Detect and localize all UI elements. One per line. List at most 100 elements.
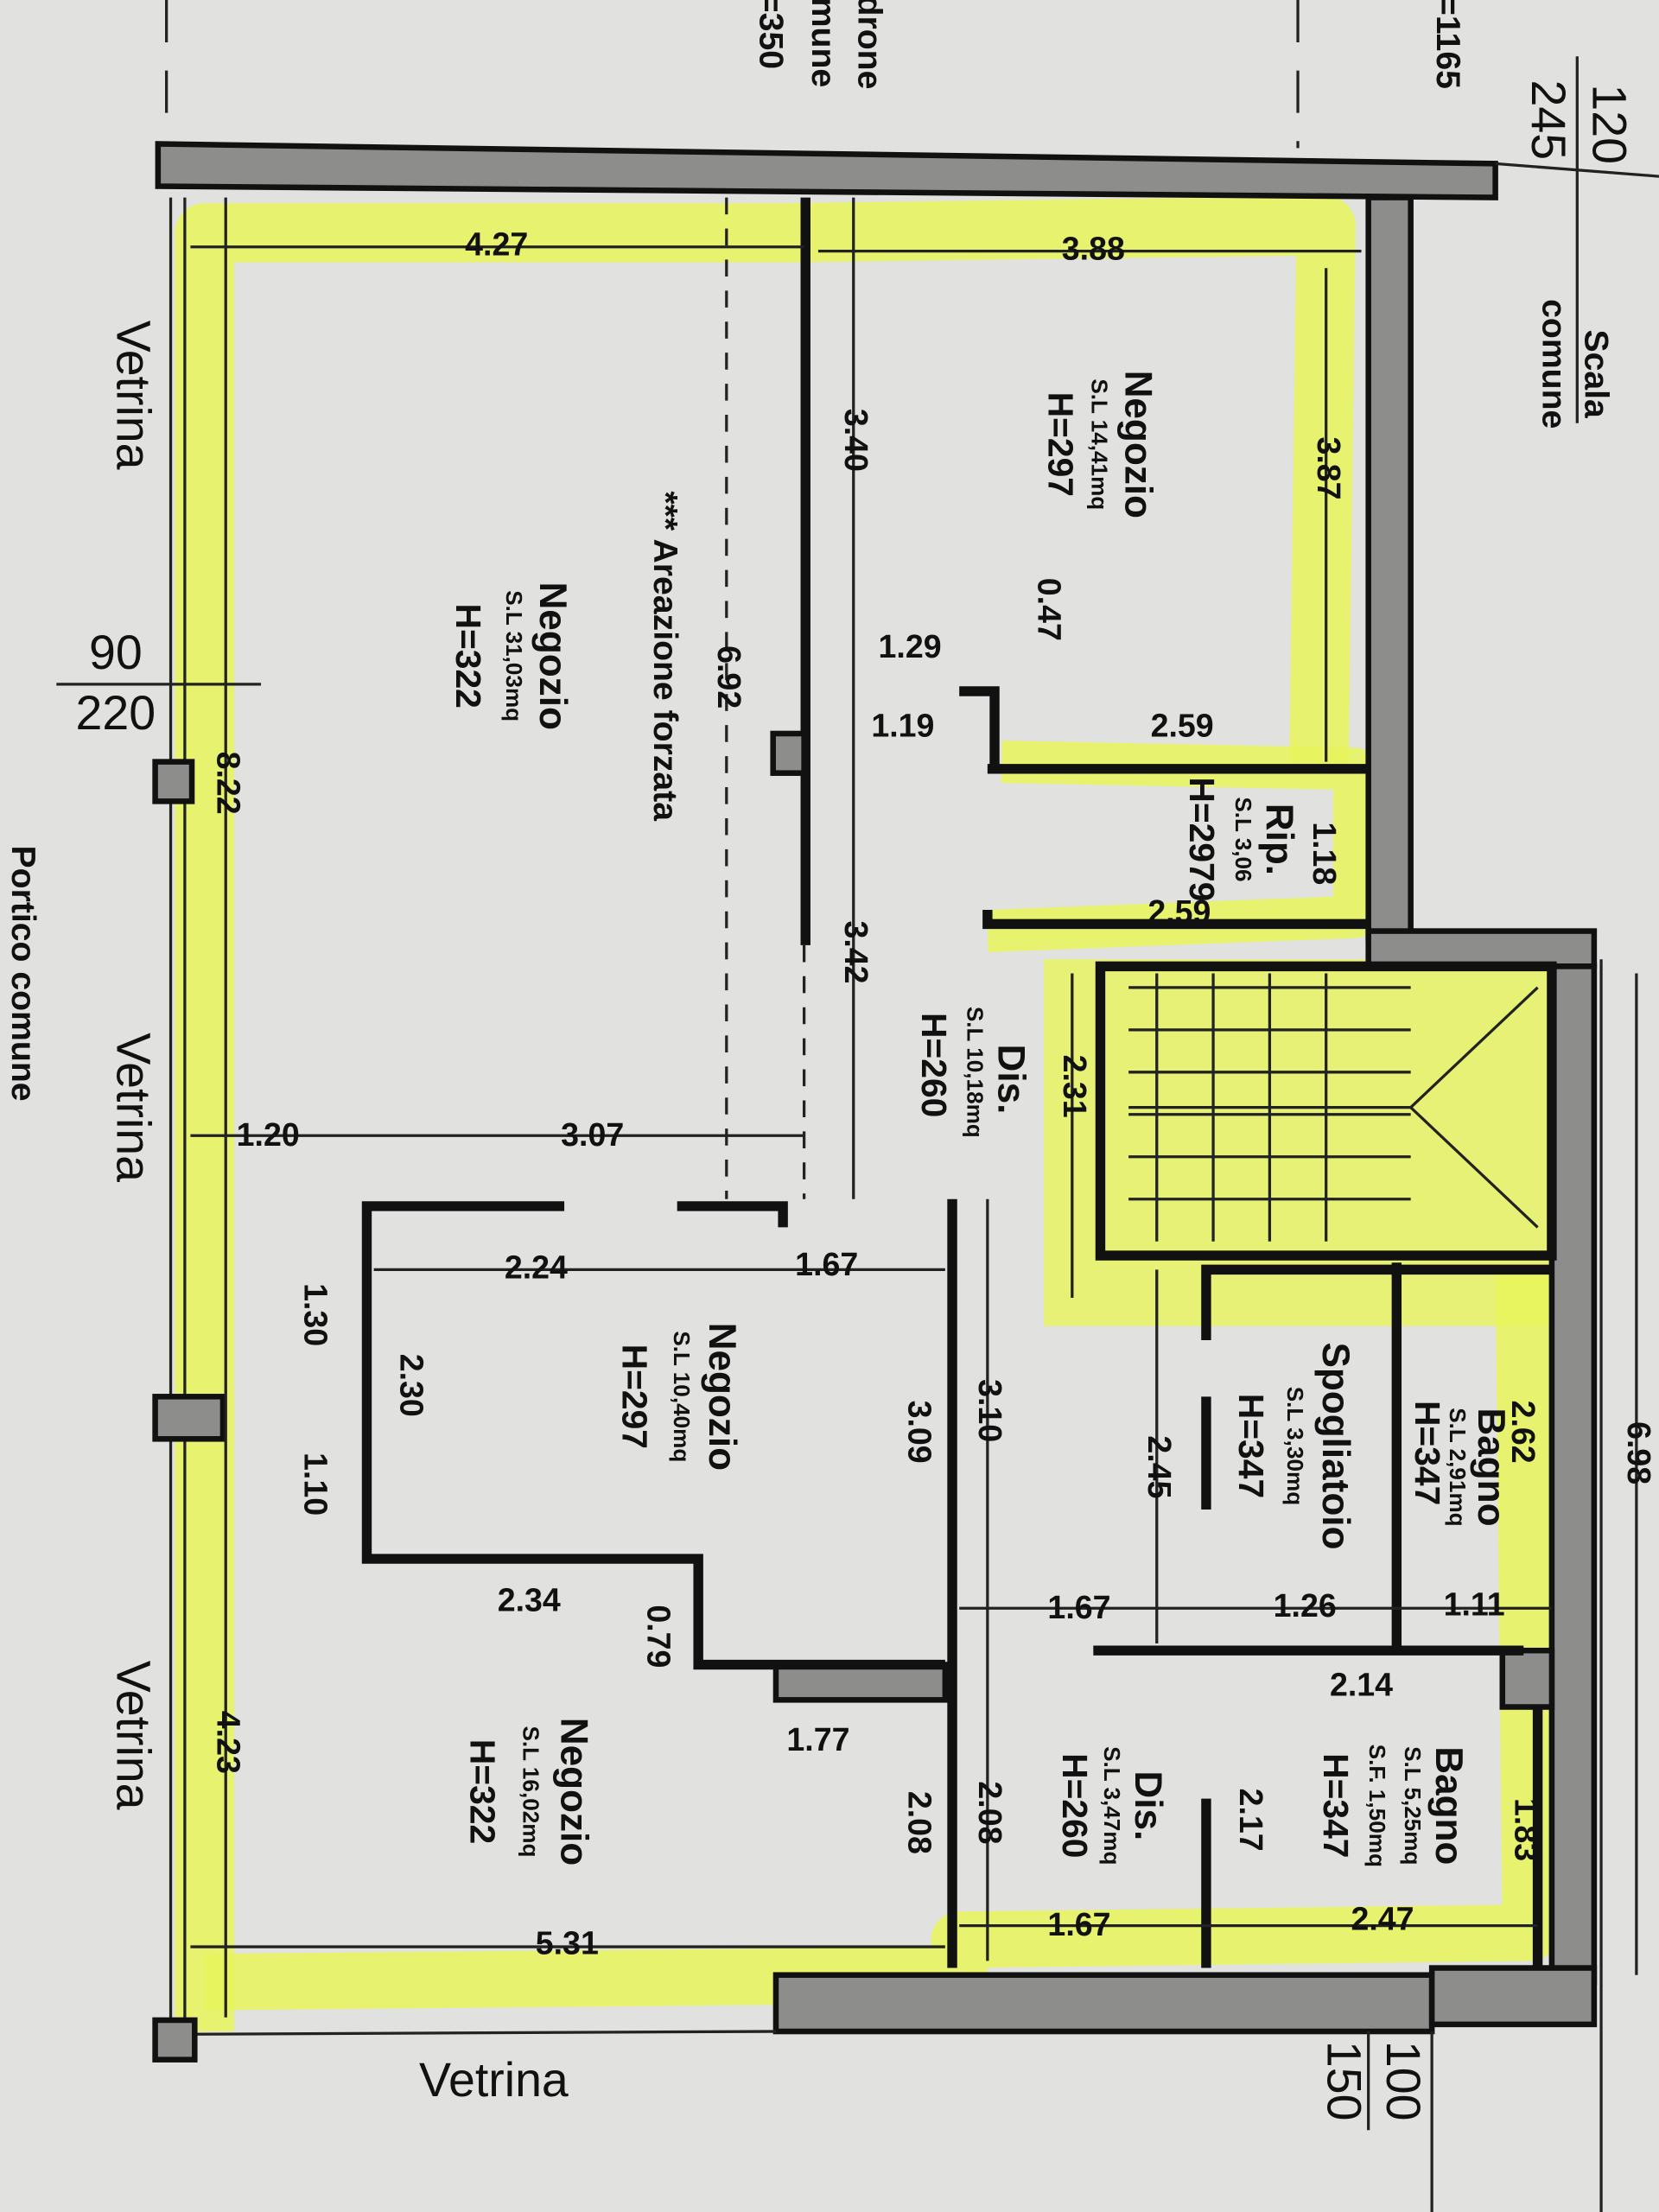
room-bagno-5: Bagno S.L 5,25mq S.F. 1,50mq H=347	[1316, 1745, 1470, 1867]
door-height: 245	[1522, 79, 1575, 160]
vetrina-label: Vetrina	[107, 1033, 161, 1182]
door-height: 220	[76, 686, 156, 740]
scala-label: comune	[1535, 299, 1573, 429]
dimension: 3.40	[838, 409, 874, 472]
room-name: Spogliatoio	[1314, 1342, 1357, 1549]
room-area-secondary: S.F. 1,50mq	[1364, 1745, 1390, 1867]
dimension: 2.59	[1147, 893, 1211, 930]
dimension: 6.92	[711, 645, 747, 709]
room-area: S.L 14,41mq	[1086, 378, 1112, 510]
dimension: 3.07	[561, 1116, 624, 1153]
room-area: S.L 3,30mq	[1282, 1387, 1308, 1505]
door-sizes: 120 245 90 220 100 150	[56, 56, 1636, 2131]
dimension: 3.09	[901, 1401, 938, 1464]
room-ripostiglio: Rip. S.L 3,06 H=2979	[1182, 777, 1300, 901]
room-negozio-31: Negozio S.L 31,03mq H=322	[448, 582, 574, 729]
dimension: 2.14	[1330, 1667, 1393, 1703]
room-height: H=347	[1231, 1394, 1271, 1498]
dimension: 1.10	[298, 1452, 334, 1516]
room-height: H=347	[1408, 1401, 1447, 1505]
room-area: S.L 2,91mq	[1445, 1408, 1471, 1526]
room-labels: Negozio S.L 14,41mq H=297 Negozio S.L 31…	[448, 371, 1512, 1867]
scala-label: Scala	[1578, 329, 1615, 419]
room-area: S.L 16,02mq	[518, 1726, 543, 1858]
room-height: H=297	[1041, 392, 1081, 497]
room-area: S.L 10,18mq	[963, 1007, 988, 1138]
dimension: 2.24	[505, 1249, 568, 1285]
dimension: 2.47	[1351, 1901, 1414, 1937]
room-height: H=347	[1316, 1753, 1356, 1858]
fragment-label: drone	[851, 0, 888, 89]
dimension: 1.67	[1047, 1589, 1110, 1625]
dimension: 1.20	[237, 1116, 300, 1153]
dimension-values: 4.27 3.88 3.40 3.87 6.92 1.29 0.47 1.19 …	[210, 226, 1657, 1961]
dimension: 1.67	[1047, 1906, 1110, 1942]
dimension: 0.79	[640, 1605, 677, 1668]
vetrina-label: Vetrina	[419, 2053, 569, 2107]
areazione-label: *** Areazione forzata	[646, 491, 683, 822]
dimension: 1.26	[1274, 1587, 1337, 1624]
room-name: Negozio	[1117, 371, 1160, 518]
room-name: Negozio	[701, 1323, 743, 1471]
dimension: 1.29	[879, 628, 942, 664]
room-height: H=260	[914, 1013, 954, 1117]
room-area: S.L 5,25mq	[1400, 1746, 1426, 1865]
room-name: Negozio	[531, 582, 574, 729]
dimension: 2.31	[1057, 1055, 1093, 1118]
fragment-label: =1165	[1429, 0, 1466, 89]
room-bagno-2: Bagno S.L 2,91mq H=347	[1408, 1401, 1512, 1527]
dimension: 1.18	[1306, 822, 1343, 885]
dimension: 1.67	[795, 1246, 858, 1282]
room-height: H=2979	[1182, 777, 1222, 901]
room-area: S.L 31,03mq	[501, 590, 527, 721]
dimension: 0.47	[1032, 578, 1068, 641]
dimension: 2.62	[1505, 1401, 1541, 1464]
dimension: 8.22	[210, 752, 246, 815]
dimension: 1.77	[786, 1721, 849, 1758]
door-width: 120	[1582, 84, 1636, 164]
fragment-label: =350	[752, 0, 789, 69]
room-area: S.L 10,40mq	[669, 1331, 695, 1462]
room-disimpegno-3: Dis. S.L 3,47mq H=260	[1055, 1746, 1169, 1865]
dimension: 2.08	[901, 1791, 938, 1854]
door-width: 100	[1376, 2041, 1430, 2121]
room-name: Bagno	[1427, 1746, 1470, 1865]
room-area: S.L 3,06	[1230, 797, 1256, 881]
general-labels: Vetrina Vetrina Vetrina Vetrina Portico …	[4, 299, 1614, 2107]
door-width: 90	[89, 626, 143, 679]
room-height: H=322	[462, 1739, 502, 1844]
dimension: 5.31	[536, 1924, 599, 1961]
dimension: 3.10	[972, 1379, 1008, 1442]
room-spogliatoio: Spogliatoio S.L 3,30mq H=347	[1231, 1342, 1357, 1549]
dimension: 1.19	[871, 707, 934, 743]
dimension: 1.11	[1444, 1586, 1505, 1623]
room-name: Negozio	[553, 1718, 595, 1866]
dimension: 3.88	[1062, 231, 1125, 267]
dimension: 2.30	[394, 1354, 430, 1417]
top-fragments: drone mune =350 =1165	[752, 0, 1466, 89]
room-name: Bagno	[1470, 1408, 1512, 1526]
dimension: 3.42	[838, 921, 874, 984]
room-name: Dis.	[990, 1045, 1033, 1115]
room-name: Dis.	[1127, 1770, 1169, 1840]
dimension: 4.27	[465, 226, 528, 263]
dimension: 2.59	[1151, 707, 1214, 743]
room-disimpegno-10: Dis. S.L 10,18mq H=260	[914, 1007, 1033, 1138]
room-negozio-10: Negozio S.L 10,40mq H=297	[615, 1323, 743, 1471]
door-height: 150	[1317, 2041, 1370, 2121]
room-negozio-16: Negozio S.L 16,02mq H=322	[462, 1718, 594, 1866]
dimension: 2.45	[1141, 1435, 1178, 1498]
room-height: H=322	[448, 604, 488, 709]
dimension: 4.23	[210, 1711, 246, 1774]
dimension: 6.98	[1621, 1421, 1657, 1484]
vetrina-label: Vetrina	[107, 1661, 161, 1810]
vetrina-label: Vetrina	[107, 321, 161, 470]
room-negozio-14: Negozio S.L 14,41mq H=297	[1041, 371, 1160, 518]
room-name: Rip.	[1258, 804, 1300, 875]
dimension: 1.30	[298, 1283, 334, 1346]
fragment-label: mune	[804, 0, 842, 87]
room-area: S.L 3,47mq	[1099, 1746, 1125, 1865]
stair-steps	[1128, 973, 1539, 1242]
walls	[152, 0, 1659, 2212]
